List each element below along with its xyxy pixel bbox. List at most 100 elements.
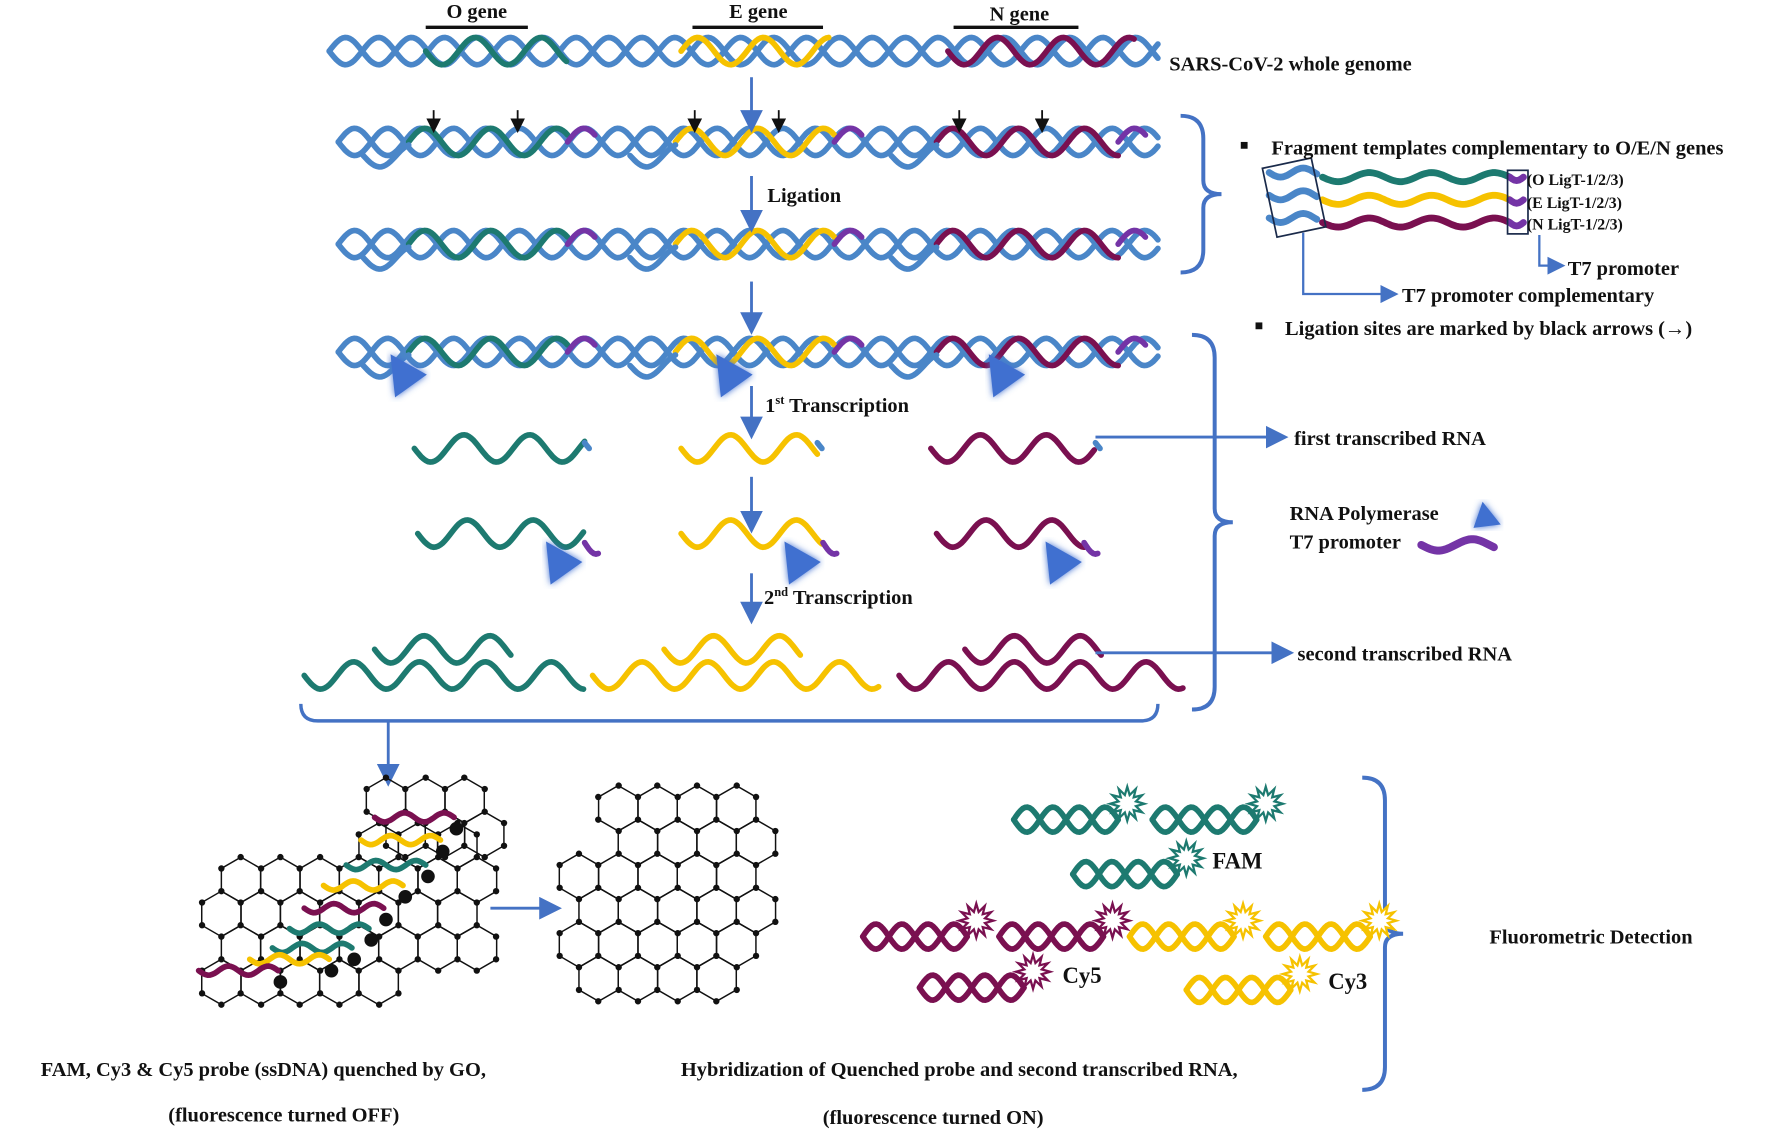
graphene-oxide-atom <box>634 884 642 891</box>
first-transcription-label: 1st Transcription <box>765 393 910 417</box>
graphene-oxide-atom <box>654 895 661 903</box>
graphene-oxide-cell <box>617 886 659 935</box>
t7-promoter-box <box>1506 169 1529 235</box>
graphene-oxide-atom <box>615 964 622 971</box>
second-rna-strand <box>301 658 587 692</box>
graphene-oxide-atom <box>713 929 720 937</box>
quencher-dot <box>347 952 361 967</box>
graphene-oxide-atom <box>713 861 720 869</box>
graphene-oxide-cell <box>735 886 777 935</box>
t7-complementary-strand <box>888 142 940 170</box>
second-rna-strand <box>661 632 804 666</box>
graphene-oxide-cell <box>637 920 679 969</box>
graphene-oxide-quenched-atom <box>441 785 449 793</box>
graphene-oxide-cell <box>578 955 619 1003</box>
graphene-oxide-quenched-atom <box>355 899 362 906</box>
genome-helix-strand <box>335 227 1161 261</box>
e-gene-label: E gene <box>729 1 787 23</box>
first-rna-label: first transcribed RNA <box>1294 428 1486 450</box>
diagram-shapes <box>195 25 1566 1092</box>
t7-tail <box>581 439 593 452</box>
graphene-oxide-atom <box>752 884 760 891</box>
graphene-oxide-quenched-atom <box>395 853 402 861</box>
ligt-template <box>405 335 571 369</box>
graphene-oxide-atom <box>733 895 740 903</box>
graphene-oxide-atom <box>733 850 740 857</box>
graphene-oxide-quenched-cell <box>358 890 400 938</box>
graphene-oxide-quenched-atom <box>435 922 442 929</box>
t7-complementary-strand <box>627 142 679 170</box>
graphene-oxide-atom <box>713 998 720 1005</box>
t7-complementary-strand <box>360 142 412 170</box>
graphene-oxide-atom <box>595 884 602 891</box>
quencher-dot <box>421 869 435 884</box>
t7-promoter-key-label: T7 promoter <box>1290 531 1401 553</box>
graphene-oxide-cell <box>696 955 738 1003</box>
graphene-oxide-quenched-atom <box>492 865 500 872</box>
t7-fragment <box>1506 219 1527 230</box>
graphene-oxide-quenched-atom <box>461 819 468 827</box>
graphene-oxide-quenched-atom <box>355 990 362 997</box>
graphene-oxide-atom <box>733 827 740 835</box>
hybridization-caption-2: (fluorescence turned ON) <box>823 1107 1044 1129</box>
graphene-oxide-quenched-atom <box>414 887 421 895</box>
t7-complementary-fragment <box>1265 187 1321 204</box>
graphene-oxide-quenched-atom <box>277 853 284 861</box>
graphene-oxide-atom <box>654 782 661 789</box>
t7-promoter-strand <box>564 335 598 355</box>
quencher-dot <box>435 844 450 859</box>
quencher-dot <box>379 912 393 927</box>
rna-polymerase-icon <box>988 354 1026 398</box>
graphene-oxide-atom <box>752 793 760 801</box>
graphene-oxide-quenched-atom <box>414 865 421 872</box>
graphene-oxide-quenched-atom <box>355 853 362 861</box>
hybrid-probe-strand <box>1262 921 1374 952</box>
graphene-oxide-quenched-atom <box>237 990 244 997</box>
graphene-oxide-atom <box>654 827 661 835</box>
graphene-oxide-cell <box>715 920 757 969</box>
t7-promoter-strand <box>831 335 865 355</box>
graphene-oxide-atom <box>634 952 642 960</box>
graphene-oxide-quenched-atom <box>395 967 402 974</box>
cy5-label: Cy5 <box>1063 963 1102 988</box>
genome-label: SARS-CoV-2 whole genome <box>1169 53 1411 75</box>
t7-complementary-strand <box>627 244 679 272</box>
cy5-fluorophore-icon <box>1221 899 1265 942</box>
quenched-probe <box>301 900 387 916</box>
graphene-oxide-quenched-atom <box>473 967 480 974</box>
t7-complementary-strand <box>627 352 679 380</box>
rna-polymerase-icon <box>1045 541 1082 585</box>
ligation-sites-text: Ligation sites are marked by black arrow… <box>1285 318 1692 340</box>
rna-polymerase-label: RNA Polymerase <box>1290 503 1439 525</box>
graphene-oxide-quenched-atom <box>481 785 488 793</box>
ligt-template <box>405 227 571 261</box>
quenched-probe <box>246 951 333 967</box>
hybridization-caption-1: Hybridization of Quenched probe and seco… <box>681 1059 1238 1081</box>
quencher-dot <box>364 933 379 947</box>
graphene-oxide-quenched-atom <box>257 1001 265 1008</box>
quenched-probe <box>269 940 355 956</box>
graphene-oxide-quenched-atom <box>336 865 343 872</box>
ligation-label: Ligation <box>767 185 841 207</box>
t7-complementary-fragment <box>1265 164 1321 181</box>
cy5-fluorophore-icon <box>1358 899 1401 942</box>
graphene-oxide-quenched-atom <box>414 933 421 940</box>
t7-complementary-label: T7 promoter complementary <box>1402 285 1655 307</box>
graphene-oxide-quenched-atom <box>481 853 488 861</box>
graphene-oxide-quenched-atom <box>473 899 480 906</box>
graphene-oxide-cell <box>696 886 738 935</box>
graphene-oxide-atom <box>674 884 681 891</box>
graphene-oxide-quenched-atom <box>277 922 284 929</box>
graphene-oxide-quenched-atom <box>473 853 480 861</box>
graphene-oxide-quenched-atom <box>500 819 508 827</box>
graphene-oxide-quenched-atom <box>218 956 225 963</box>
cy3-fluorophore-icon <box>955 899 998 942</box>
graphene-oxide-atom <box>595 929 602 937</box>
graphene-oxide-quenched-atom <box>461 842 468 849</box>
graphene-oxide-quenched-atom <box>461 774 468 781</box>
graphene-oxide-cell <box>715 852 757 900</box>
graphene-oxide-atom <box>615 850 622 857</box>
bullet <box>1255 322 1263 330</box>
